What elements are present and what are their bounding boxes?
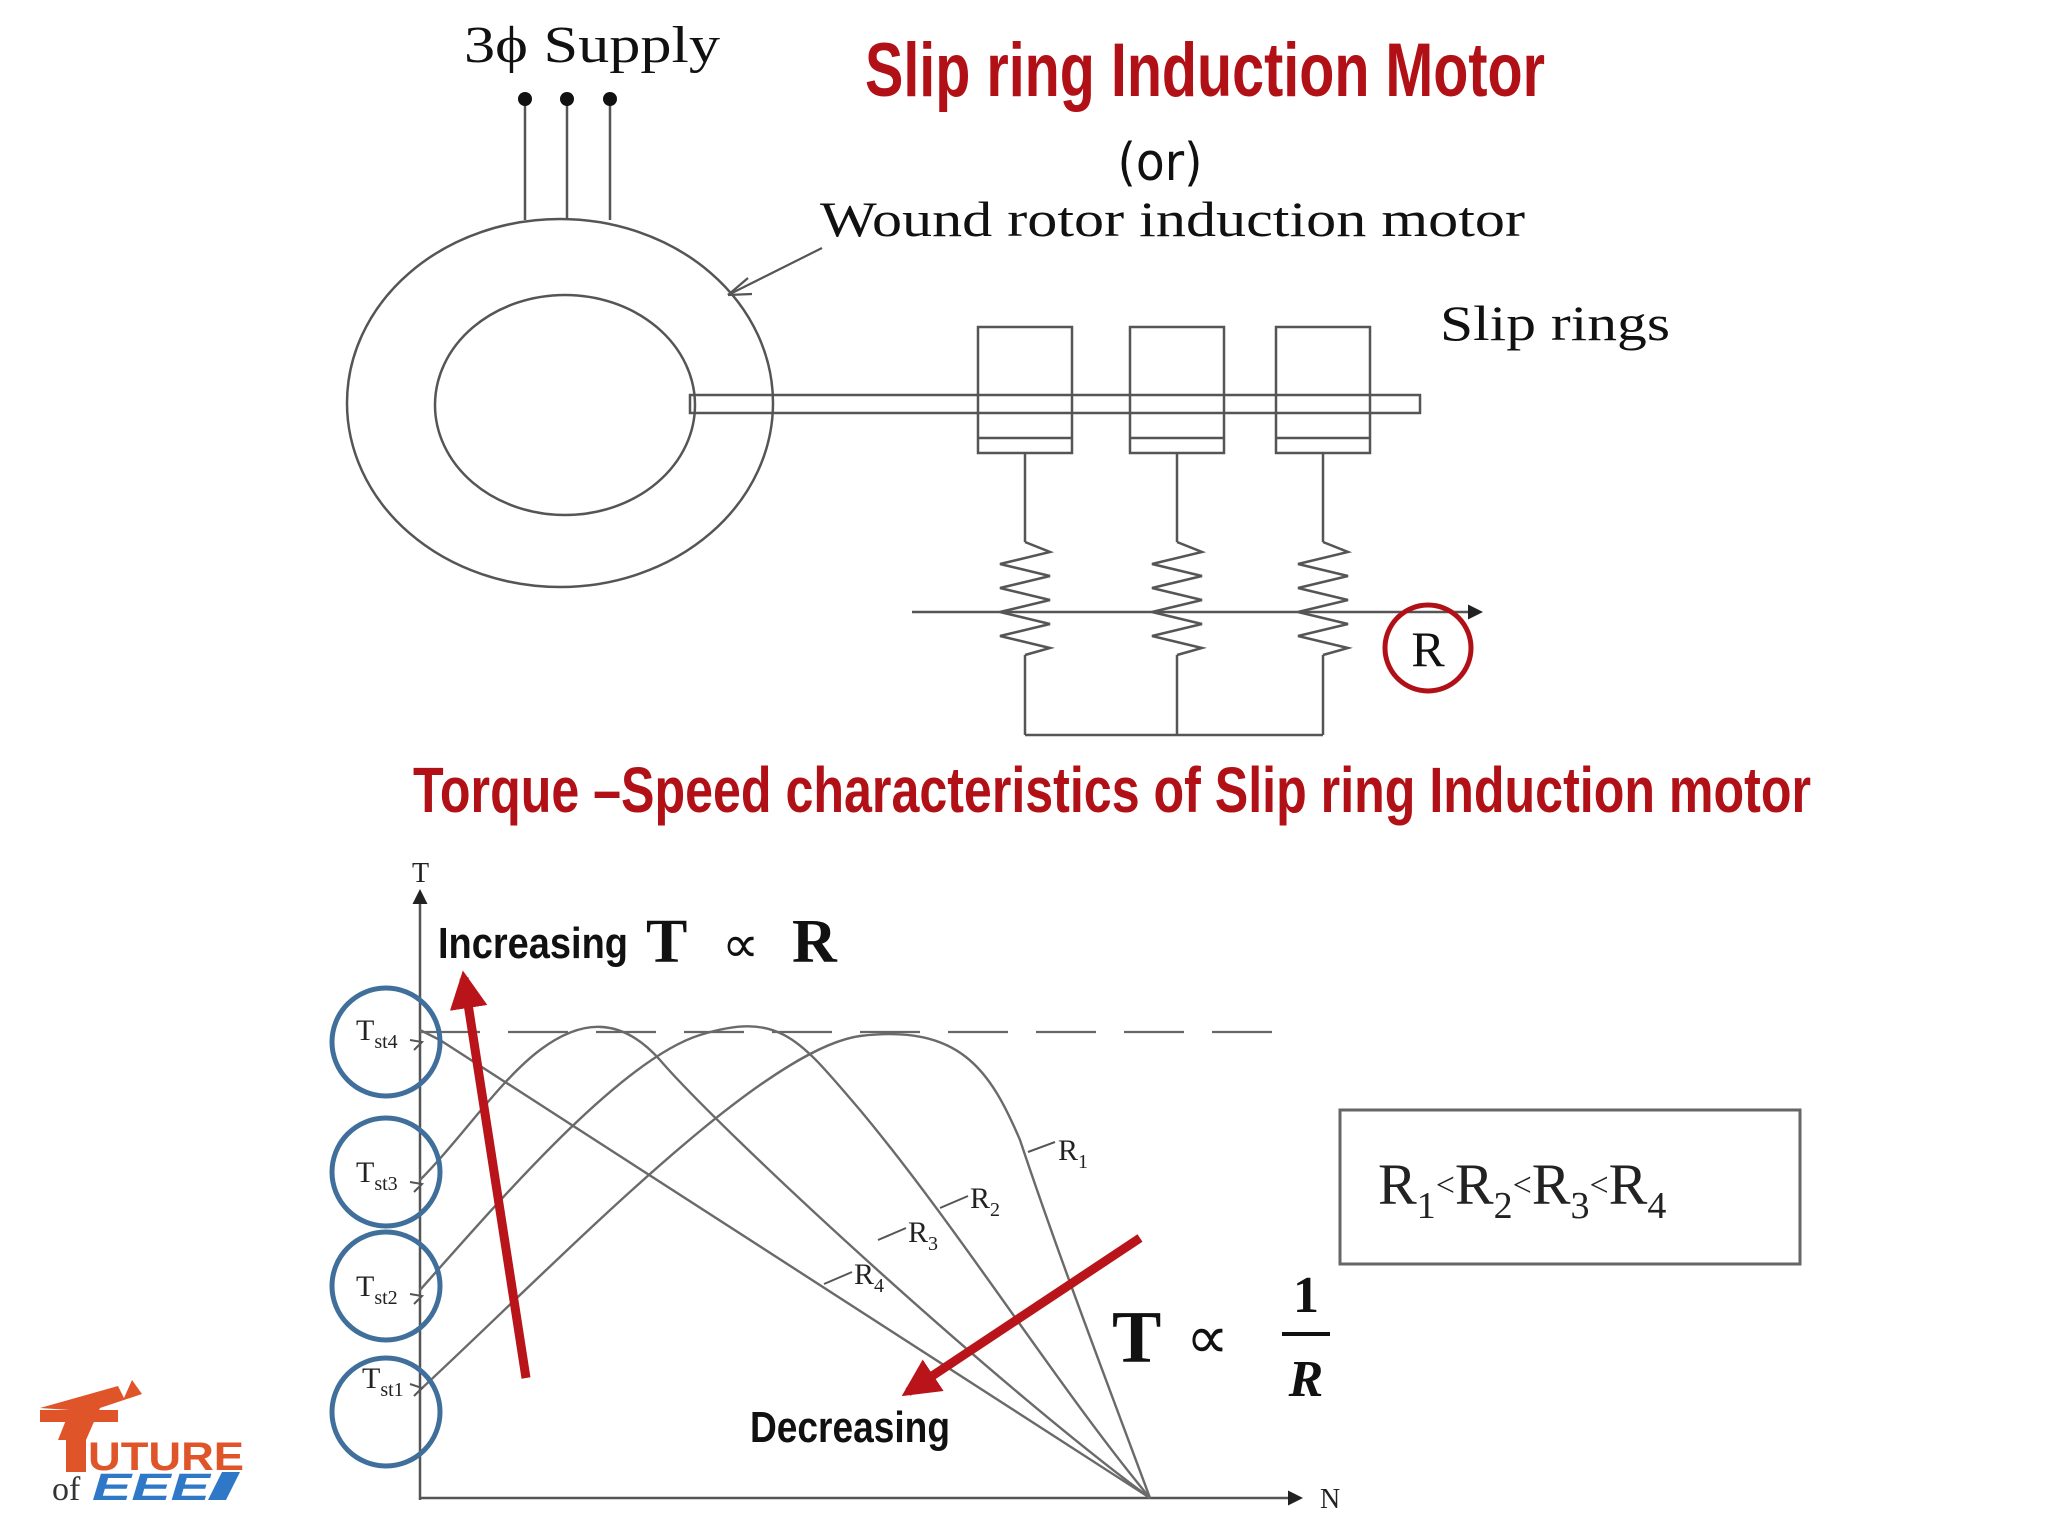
y-axis-label: T xyxy=(412,858,429,889)
increasing-arrow xyxy=(449,970,531,1379)
fraction-denominator: R xyxy=(1288,1351,1324,1408)
logo-word-of: of xyxy=(52,1471,81,1508)
starting-torque-label: Tst2 xyxy=(356,1270,398,1309)
or-label: (or) xyxy=(1118,133,1203,193)
curve-label-r1: R1 xyxy=(1058,1134,1088,1173)
proportional-t-label: T xyxy=(646,908,687,976)
resistance-label: R xyxy=(1411,621,1445,677)
future-of-eee-logo: UTURE of EEE xyxy=(40,1380,244,1509)
slip-rings-label: Slip rings xyxy=(1440,295,1670,351)
curve-r1 xyxy=(419,1032,1152,1499)
starting-torque-label: Tst4 xyxy=(356,1014,398,1053)
starting-torque-highlight xyxy=(329,1355,443,1469)
proportional-symbol: ∝ xyxy=(722,915,759,975)
resistance-order-box: R1<R2<R3<R4 xyxy=(1338,1108,1802,1266)
inverse-symbol: ∝ xyxy=(1186,1303,1229,1373)
curve-label-r2: R2 xyxy=(970,1182,1000,1221)
starting-torque-highlight xyxy=(329,1229,443,1343)
main-title: Slip ring Induction Motor xyxy=(865,28,1545,113)
slip-ring xyxy=(1274,325,1372,455)
decreasing-label: Decreasing xyxy=(750,1403,950,1452)
supply-terminal-dot xyxy=(603,92,617,106)
curve-label-r3: R3 xyxy=(908,1216,938,1255)
resistance-order: R1<R2<R3<R4 xyxy=(1378,1152,1666,1227)
motor-label: Wound rotor induction motor xyxy=(820,191,1525,247)
supply-terminals xyxy=(523,100,612,220)
increasing-label: Increasing xyxy=(438,919,628,968)
decreasing-arrow xyxy=(901,1234,1143,1397)
resistor xyxy=(1297,540,1353,657)
curve-r3 xyxy=(419,1025,1151,1499)
resistor xyxy=(1151,540,1207,657)
starting-torque-highlight xyxy=(329,1115,443,1229)
section-title: Torque –Speed characteristics of Slip ri… xyxy=(413,754,1811,826)
supply-terminal-dot xyxy=(560,92,574,106)
external-resistors xyxy=(999,453,1353,737)
inverse-t-label: T xyxy=(1112,1297,1161,1379)
logo-word-eee: EEE xyxy=(92,1467,213,1509)
rotor xyxy=(433,293,697,517)
slip-ring-set xyxy=(976,325,1372,455)
supply-label: 3ϕ Supply xyxy=(464,17,720,74)
resistance-highlight-circle xyxy=(1382,602,1474,694)
starting-torque-highlight xyxy=(329,985,443,1099)
torque-speed-graph: T N Tst4 Tst3 Tst2 Tst1 xyxy=(329,858,1340,1515)
motor-label-pointer xyxy=(727,247,823,296)
starting-torque-label: Tst1 xyxy=(362,1362,404,1401)
motor-diagram: 3ϕ Supply Wound rotor induction motor Sl… xyxy=(345,17,1670,737)
supply-terminal-dot xyxy=(518,92,532,106)
fraction-numerator: 1 xyxy=(1293,1267,1319,1324)
slip-ring xyxy=(976,325,1074,455)
curve-r2 xyxy=(419,1025,1151,1499)
slip-ring xyxy=(1128,325,1226,455)
stator-ring xyxy=(345,217,775,589)
curve-label-r4: R4 xyxy=(854,1258,884,1297)
x-axis-label: N xyxy=(1320,1484,1340,1515)
starting-torque-label: Tst3 xyxy=(356,1156,398,1195)
rotor-shaft xyxy=(688,393,1422,415)
logo-word-future: UTURE xyxy=(88,1435,244,1479)
logo-slash-icon xyxy=(208,1472,240,1500)
proportional-r-label: R xyxy=(792,908,838,976)
resistor xyxy=(999,540,1055,657)
